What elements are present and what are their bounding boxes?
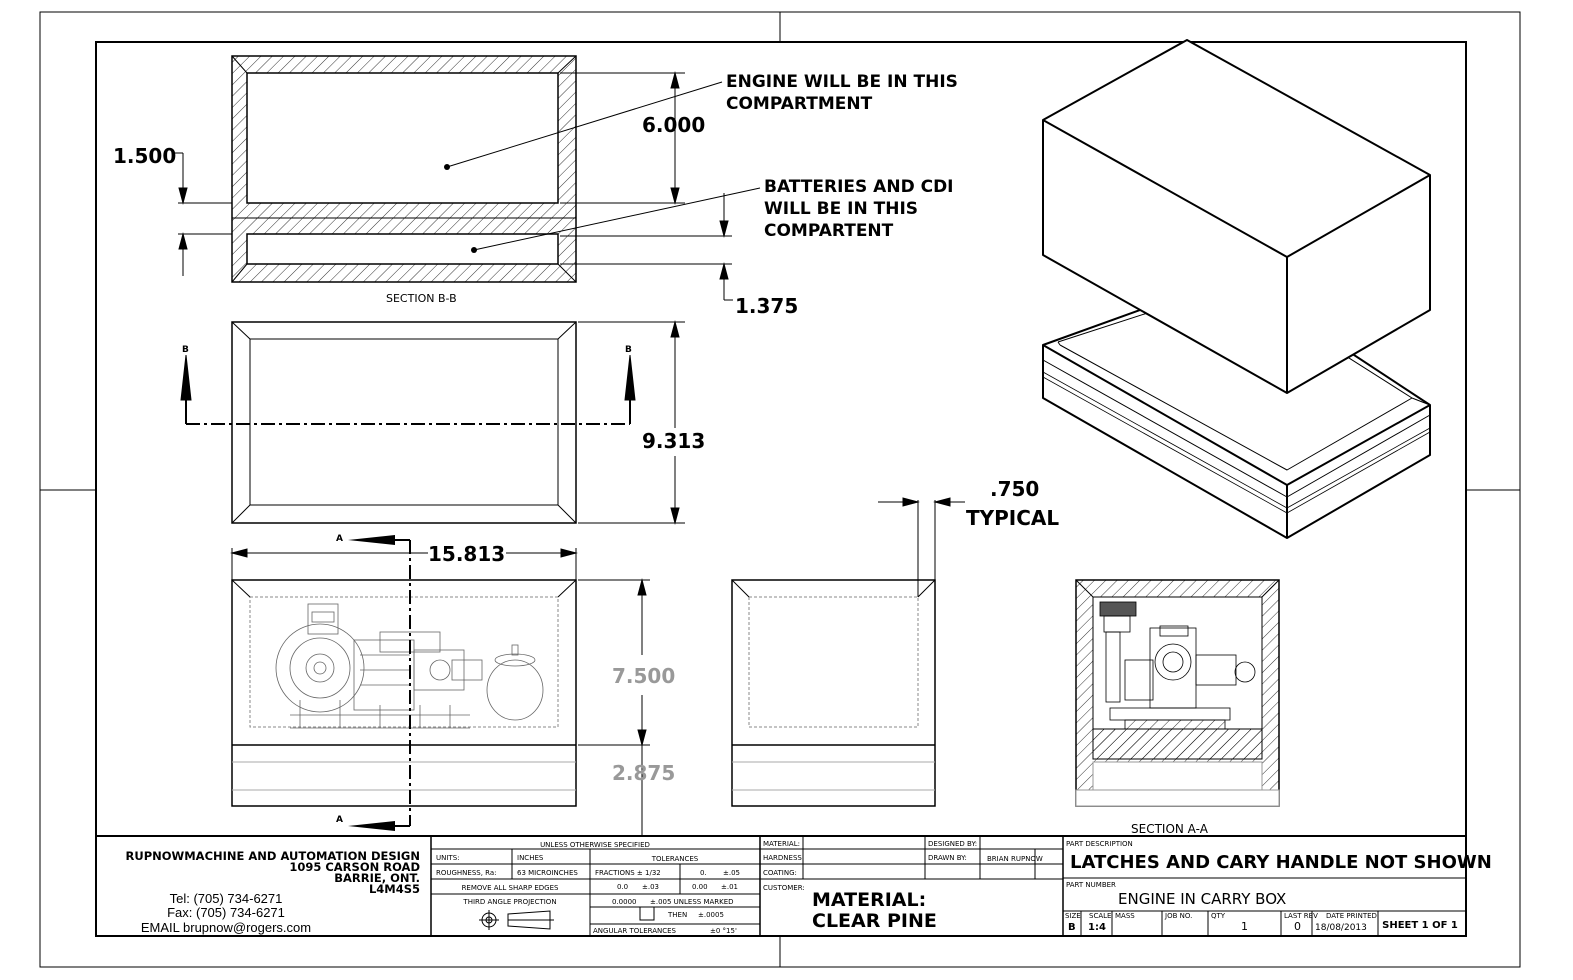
third-angle: THIRD ANGLE PROJECTION (462, 898, 556, 906)
units-label: UNITS: (436, 854, 460, 862)
dim-6000-text: 6.000 (642, 113, 705, 137)
tol-then: THEN (667, 911, 687, 919)
material-big-1: MATERIAL: (812, 889, 926, 911)
front-view (231, 535, 577, 831)
dim-750 (878, 497, 965, 597)
top-view (180, 321, 636, 524)
callout-batteries-line3: COMPARTENT (764, 221, 894, 241)
material-big-2: CLEAR PINE (812, 910, 937, 932)
dim-15813-text: 15.813 (428, 542, 505, 566)
scale-value: 1:4 (1088, 922, 1106, 933)
dim-6000 (560, 71, 685, 205)
cutting-plane-a-bottom: A (336, 815, 343, 825)
dim-9313-text: 9.313 (642, 429, 705, 453)
size-value: B (1068, 922, 1076, 933)
part-num-label: PART NUMBER (1066, 881, 1116, 889)
frac-b: 0. (700, 869, 707, 877)
angular-value: ±0 °15' (710, 927, 737, 935)
section-aa-view (1075, 579, 1280, 807)
title-block (96, 835, 1466, 936)
rev-label: LAST REV (1284, 912, 1318, 920)
dim-9313 (578, 320, 685, 525)
isometric-view (1042, 39, 1431, 539)
company-postal: L4M4S5 (369, 882, 420, 896)
tol-row2-a: 0.0 (617, 883, 628, 891)
tol-row2-b: ±.03 (642, 883, 659, 891)
dim-7500 (578, 578, 650, 836)
part-desc-label: PART DESCRIPTION (1066, 840, 1133, 848)
drawn-label: DRAWN BY: (928, 854, 967, 862)
dim-1375 (560, 193, 733, 301)
tol-row2-c: 0.00 (692, 883, 708, 891)
part-description: LATCHES AND CARY HANDLE NOT SHOWN (1070, 852, 1492, 873)
dim-1375-text: 1.375 (735, 294, 798, 318)
sheet-number: SHEET 1 OF 1 (1382, 920, 1458, 931)
section-aa-label: SECTION A-A (1131, 822, 1209, 836)
dim-typical-text: TYPICAL (966, 506, 1059, 530)
date-label: DATE PRINTED (1326, 912, 1377, 920)
dim-15813 (230, 548, 578, 580)
company-address: 1095 CARSON ROAD (289, 860, 420, 874)
callout-batteries-line1: BATTERIES AND CDI (764, 177, 954, 197)
angular-label: ANGULAR TOLERANCES (593, 927, 677, 935)
tol-row2-d: ±.01 (721, 883, 738, 891)
qty-label: QTY (1211, 912, 1226, 920)
scale-label: SCALE (1089, 912, 1111, 920)
part-number: ENGINE IN CARRY BOX (1118, 890, 1286, 908)
remove-edges: REMOVE ALL SHARP EDGES (462, 884, 559, 892)
job-label: JOB NO. (1164, 912, 1192, 920)
cutting-plane-b-right: B (625, 345, 632, 355)
dim-1500-text: 1.500 (113, 144, 176, 168)
dim-7500-text: 7.500 (612, 664, 675, 688)
dim-750-text: .750 (990, 477, 1039, 501)
dim-2875-text: 2.875 (612, 761, 675, 785)
hardness-label: HARDNESS: (763, 854, 804, 862)
side-view (731, 579, 936, 807)
cutting-plane-a-top: A (336, 534, 343, 544)
material-label: MATERIAL: (763, 840, 800, 848)
engine-end-drawing (1099, 601, 1256, 730)
tol-then-v: ±.0005 (698, 911, 724, 919)
callout-batteries-line2: WILL BE IN THIS (764, 199, 918, 219)
section-bb-label: SECTION B-B (386, 292, 457, 305)
customer-label: CUSTOMER: (763, 884, 805, 892)
company-name: RUPNOWMACHINE AND AUTOMATION DESIGN (126, 849, 420, 863)
roughness-value: 63 MICROINCHES (517, 869, 578, 877)
unless-specified: UNLESS OTHERWISE SPECIFIED (540, 841, 650, 849)
designed-label: DESIGNED BY: (928, 840, 977, 848)
tolerances-header: TOLERANCES (651, 855, 699, 863)
cutting-plane-b-left: B (182, 345, 189, 355)
dim-1500 (175, 152, 232, 276)
callout-engine-line2: COMPARTMENT (726, 94, 873, 114)
company-city: BARRIE, ONT. (334, 871, 420, 885)
company-fax: Fax: (705) 734-6271 (167, 905, 285, 920)
rev-value: 0 (1294, 920, 1301, 933)
callout-engine-line1: ENGINE WILL BE IN THIS (726, 72, 958, 92)
drawn-value: BRIAN RUPNOW (987, 855, 1043, 863)
roughness-label: ROUGHNESS, Ra: (436, 869, 497, 877)
date-value: 18/08/2013 (1315, 923, 1367, 933)
size-label: SIZE (1065, 912, 1081, 920)
tol-row3-b: ±.005 UNLESS MARKED (650, 898, 734, 906)
fractions: FRACTIONS ± 1/32 (595, 869, 661, 877)
tol-row3-a: 0.0000 (612, 898, 637, 906)
sheet-border (39, 11, 1521, 968)
frac-c: ±.05 (723, 869, 740, 877)
section-bb-view (231, 55, 761, 283)
mass-label: MASS (1115, 912, 1135, 920)
units-value: INCHES (517, 854, 544, 862)
company-tel: Tel: (705) 734-6271 (170, 891, 283, 906)
qty-value: 1 (1241, 920, 1248, 933)
company-email: EMAIL brupnow@rogers.com (141, 920, 311, 935)
engine-drawing (275, 603, 544, 729)
coating-label: COATING: (763, 869, 797, 877)
